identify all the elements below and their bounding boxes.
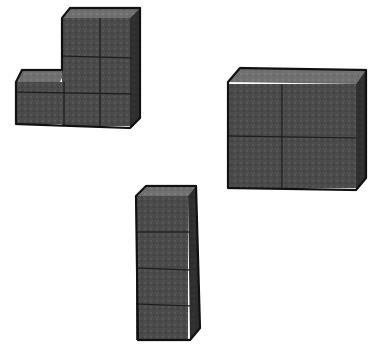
vertical-column-cube-figure [136, 186, 200, 340]
square-block-cube-figure [228, 68, 366, 190]
l-shape-cube-figure [16, 8, 140, 128]
